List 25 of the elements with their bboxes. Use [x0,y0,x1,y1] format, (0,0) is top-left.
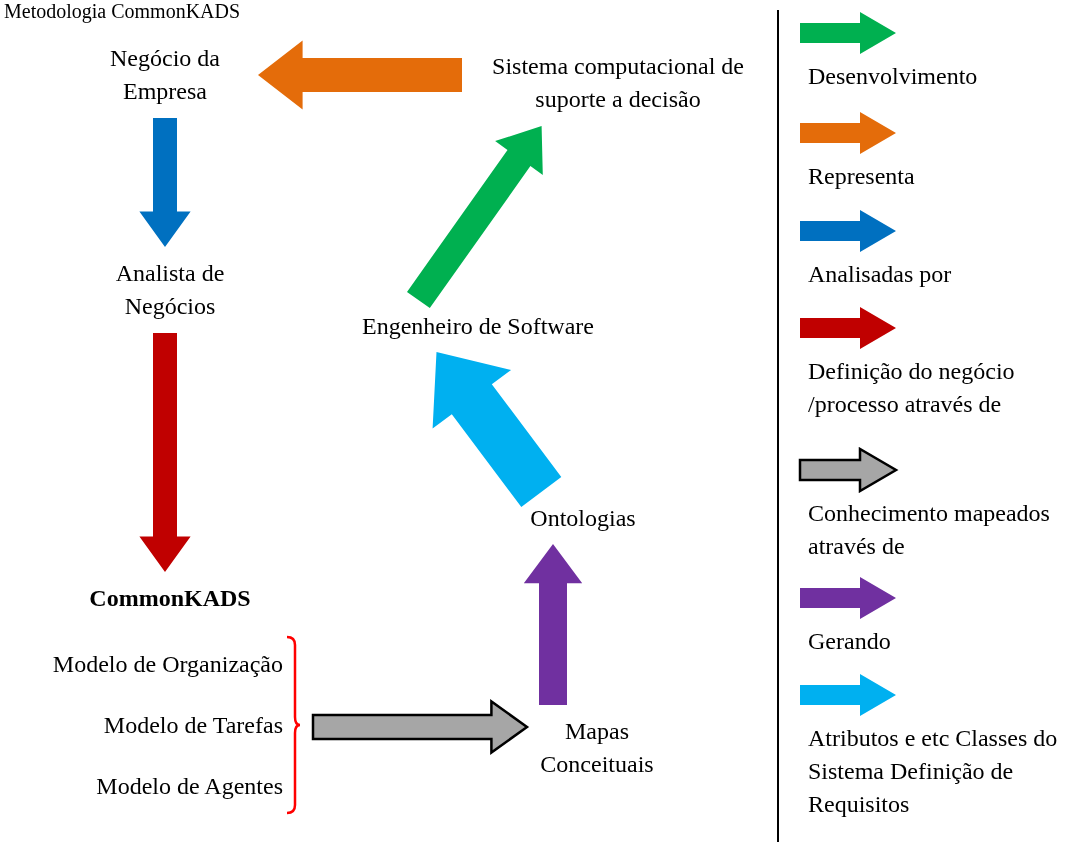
node-label: Ontologias [505,500,661,536]
block-arrow [523,544,583,705]
legend-label: Gerando [808,627,892,656]
legend-label: Analisadas por [808,260,953,289]
block-arrow [258,40,462,110]
block-arrow [407,126,543,309]
model-label: Modelo de Organização [52,649,283,679]
block-arrow [432,352,562,507]
block-arrow [311,698,530,756]
block-arrow [139,333,191,572]
legend-label: Atributos e etc Classes do Sistema Definição de Requisitos [808,724,1059,819]
legend-label: Conhecimento mapeados através de [808,499,1051,561]
model-label: Modelo de Tarefas [103,710,283,740]
node-label: Analista de Negócios [85,255,255,325]
node-label: Mapas Conceituais [535,713,659,783]
title: Metodologia CommonKADS [4,0,241,23]
legend-label: Definição do negócio /processo através de [808,357,1016,419]
node-label: Engenheiro de Software [330,308,626,344]
node-label: Sistema computacional de suporte a decisão [470,48,766,118]
node-label: CommonKADS [50,580,290,616]
node-label: Negócio da Empresa [80,40,250,110]
model-label: Modelo de Agentes [96,771,283,801]
legend-label: Desenvolvimento [808,62,979,91]
legend-label: Representa [808,162,916,191]
block-arrow [139,118,191,247]
